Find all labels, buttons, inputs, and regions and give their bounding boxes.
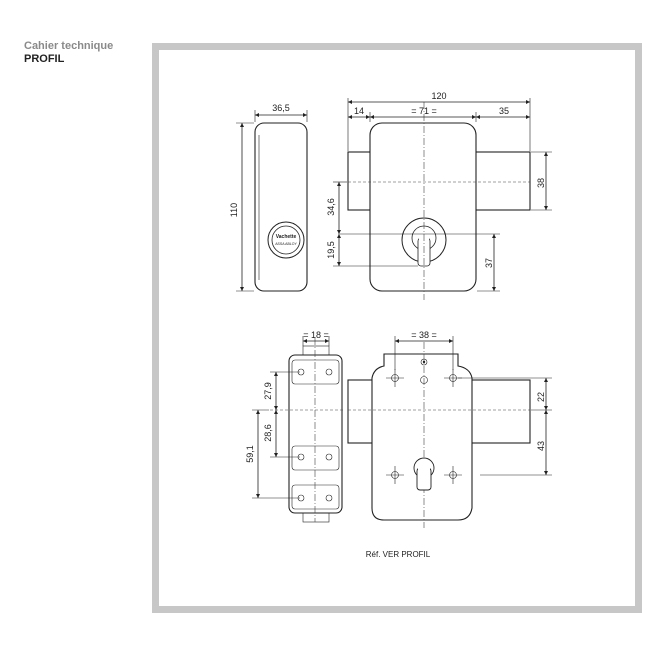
dim-right-offset: 35 bbox=[499, 106, 509, 116]
dim-overall-width: 120 bbox=[431, 91, 446, 101]
dim-left-offset: 14 bbox=[354, 106, 364, 116]
dim-bottom-to-axis: 37 bbox=[484, 258, 494, 268]
dim-cylinder-height: 19,5 bbox=[326, 241, 336, 259]
dim-22: 22 bbox=[536, 392, 546, 402]
title-line-2: PROFIL bbox=[24, 53, 65, 65]
cylinder-logo: Vachette ASSA ABLOY bbox=[267, 221, 305, 259]
dim-43: 43 bbox=[536, 441, 546, 451]
side-view-body bbox=[254, 122, 308, 292]
dim-hole-spacing: = 38 = bbox=[411, 330, 437, 340]
dim-side-width: 36,5 bbox=[272, 103, 290, 113]
title-line-1: Cahier technique bbox=[24, 40, 114, 52]
cylinder-brand: Vachette bbox=[276, 234, 297, 240]
dim-27-9: 27,9 bbox=[263, 382, 273, 400]
cylinder-brand-sub: ASSA ABLOY bbox=[275, 242, 297, 246]
dim-center-spacing: = 71 = bbox=[411, 106, 437, 116]
dim-plate-width: = 18 = bbox=[303, 330, 329, 340]
side-view-bottom: = 18 = 27,9 28,6 59,1 bbox=[245, 330, 345, 523]
back-view-bottom: = 38 = 22 43 bbox=[347, 330, 552, 528]
dim-bolt-axis: 34,6 bbox=[326, 198, 336, 216]
dim-bolt-height: 38 bbox=[536, 178, 546, 188]
back-plate bbox=[288, 354, 343, 514]
side-view-top: Vachette ASSA ABLOY 36,5 110 bbox=[229, 103, 308, 292]
lock-case bbox=[369, 122, 477, 292]
dim-side-height: 110 bbox=[229, 203, 239, 217]
case-back bbox=[371, 353, 473, 521]
front-view-top: 120 14 = 71 = 35 38 34,6 19,5 37 bbox=[326, 91, 552, 300]
dim-28-6: 28,6 bbox=[263, 424, 273, 442]
reference-label: Réf. VER PROFIL bbox=[366, 550, 431, 559]
dim-59-1: 59,1 bbox=[245, 445, 255, 463]
document-title: Cahier technique PROFIL bbox=[24, 40, 113, 66]
